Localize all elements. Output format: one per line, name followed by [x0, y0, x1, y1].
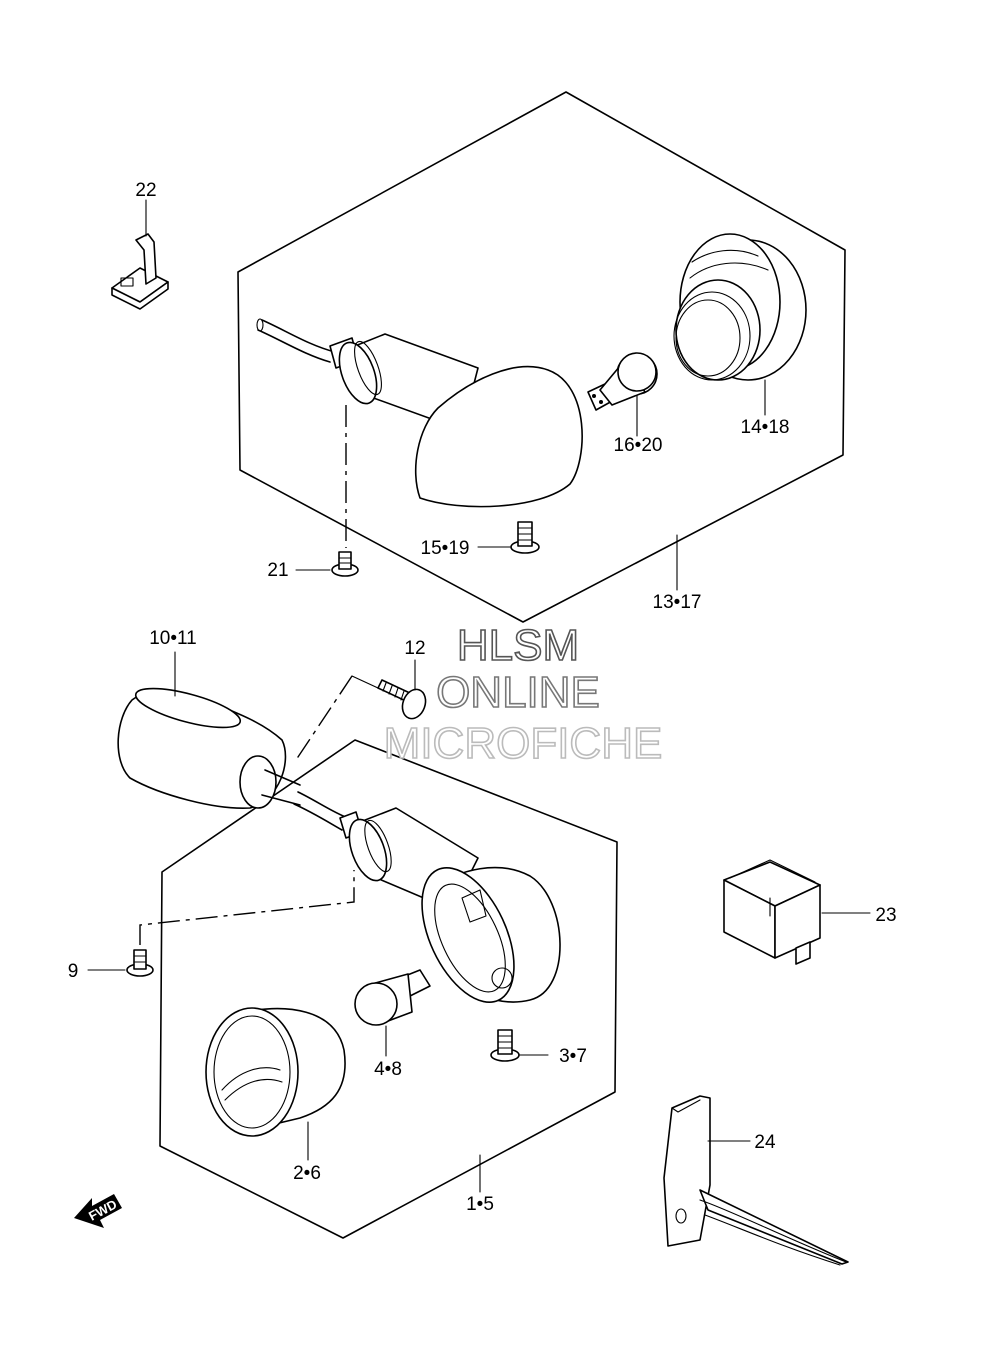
- part-22-clip: [111, 199, 169, 310]
- part-4-8-bulb: [354, 969, 431, 1057]
- callout-1-5: 1•5: [466, 1194, 494, 1215]
- fwd-arrow-icon: FWD: [74, 1194, 122, 1228]
- callout-9: 9: [68, 961, 79, 982]
- part-15-19-screw: [477, 521, 540, 554]
- callout-23: 23: [875, 905, 896, 926]
- callout-22: 22: [135, 180, 156, 201]
- watermark-line1: HLSM: [457, 621, 579, 670]
- callout-13-17: 13•17: [653, 592, 702, 613]
- part-16-20-bulb: [587, 352, 658, 437]
- upper-turn-signal: [256, 233, 807, 577]
- part-9-screw: [87, 949, 154, 977]
- part-3-7-screw: [490, 1029, 549, 1062]
- watermark-line2: ONLINE: [436, 668, 600, 717]
- callout-14-18: 14•18: [741, 417, 790, 438]
- part-10-11-cover: [117, 651, 301, 809]
- callout-2-6: 2•6: [293, 1163, 321, 1184]
- part-2-6-lens: [205, 1007, 346, 1161]
- lower-assembly-outline: [159, 739, 618, 1239]
- callout-24: 24: [754, 1132, 776, 1153]
- callout-10-11: 10•11: [149, 628, 197, 649]
- upper-assembly-outline: [237, 91, 846, 623]
- part-23-relay: [723, 859, 871, 965]
- part-14-18-lens: [673, 233, 807, 416]
- part-21-screw: [295, 551, 359, 577]
- callout-4-8: 4•8: [374, 1059, 402, 1080]
- watermark-line3: MICROFICHE: [384, 719, 663, 768]
- part-24-bracket: [663, 1095, 849, 1266]
- callout-21: 21: [267, 560, 288, 581]
- lower-turn-signal: [87, 791, 561, 1161]
- callout-15-19: 15•19: [421, 538, 470, 559]
- part-12-bolt: [295, 659, 427, 761]
- callout-12: 12: [404, 638, 425, 659]
- callout-16-20: 16•20: [614, 435, 663, 456]
- callout-3-7: 3•7: [559, 1046, 587, 1067]
